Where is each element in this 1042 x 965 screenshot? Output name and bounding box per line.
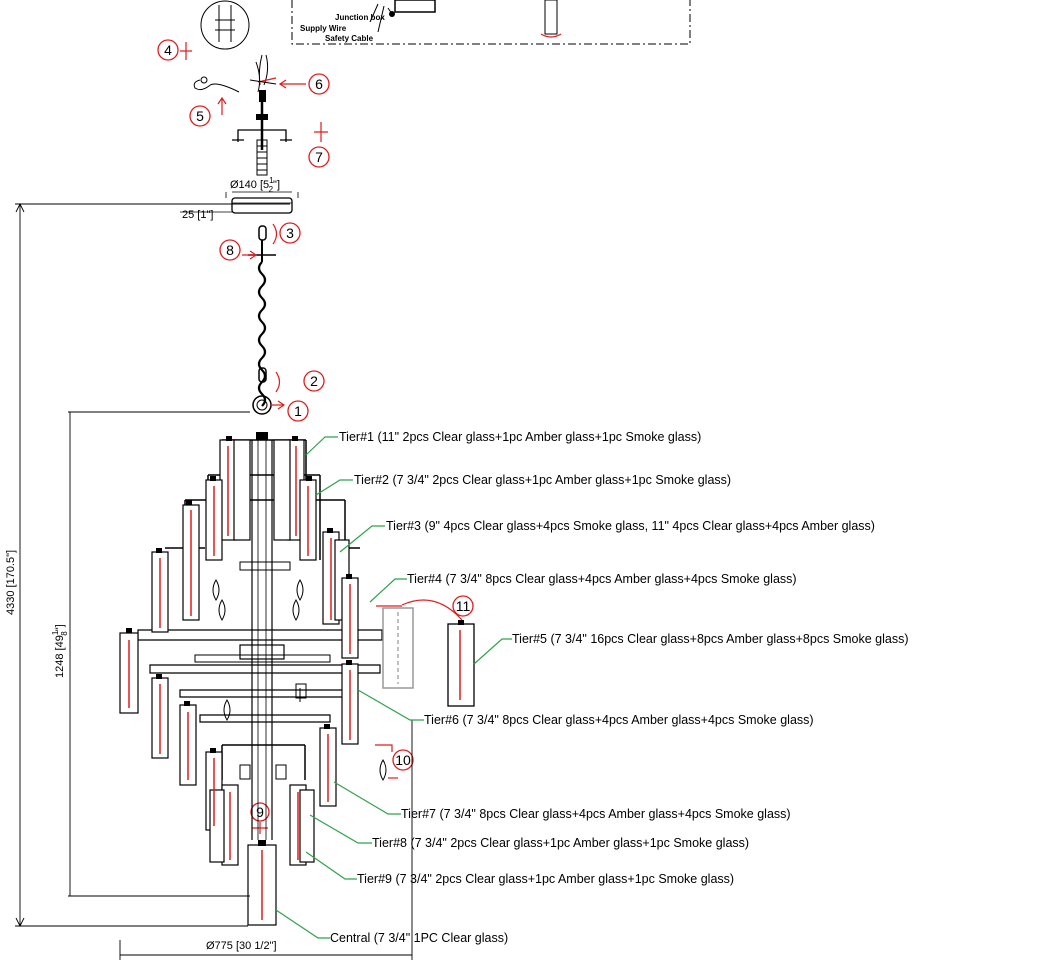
step-11-marker: 11	[401, 595, 474, 621]
chain	[248, 225, 276, 415]
step-10-marker: 10	[375, 744, 414, 779]
tier-6-callout: Tier#6 (7 3/4" 8pcs Clear glass+4pcs Amb…	[424, 713, 814, 727]
central-callout: Central (7 3/4" 1PC Clear glass)	[330, 931, 508, 945]
step-1-number: 1	[294, 403, 302, 419]
safety-cable-label: Safety Cable	[325, 34, 374, 43]
step-6-number: 6	[315, 76, 323, 92]
tier-callouts: Tier#1 (11" 2pcs Clear glass+1pc Amber g…	[275, 430, 909, 945]
step-7-marker: 7	[308, 122, 330, 168]
step-11-number: 11	[456, 598, 471, 614]
tier-4-callout: Tier#4 (7 3/4" 8pcs Clear glass+4pcs Amb…	[407, 572, 797, 586]
step-8-number: 8	[226, 242, 234, 258]
tier-1-callout: Tier#1 (11" 2pcs Clear glass+1pc Amber g…	[339, 430, 701, 444]
step-5-marker: 5	[189, 96, 227, 127]
tier-3-callout: Tier#3 (9" 4pcs Clear glass+4pcs Smoke g…	[386, 519, 875, 533]
detail-circle	[200, 0, 250, 50]
step-4-number: 4	[164, 42, 172, 58]
canopy-assembly	[193, 54, 293, 214]
step-9-marker: 9	[250, 802, 270, 834]
canopy-height-label: 25 [1"]	[182, 209, 213, 221]
step-2-marker: 2	[275, 370, 325, 393]
tier-2-callout: Tier#2 (7 3/4" 2pcs Clear glass+1pc Ambe…	[354, 473, 731, 487]
step-6-marker: 6	[278, 73, 330, 95]
installation-inset: Junction box Supply Wire Safety Cable	[291, 0, 691, 45]
tier5-socket-frame	[382, 607, 414, 689]
overall-height-label: 4330 [170.5"]	[5, 550, 17, 615]
step-3-number: 3	[286, 225, 294, 241]
tier-8-callout: Tier#8 (7 3/4" 2pcs Clear glass+1pc Ambe…	[372, 836, 749, 850]
step-10-number: 10	[395, 752, 411, 768]
body-diameter-label: Ø775 [30 1/2"]	[206, 940, 277, 952]
body-height-label: 1248 [4918"]	[51, 624, 69, 678]
supply-wire-label: Supply Wire	[300, 24, 347, 33]
chandelier-body	[119, 432, 475, 926]
step-7-number: 7	[315, 149, 323, 165]
step-9-number: 9	[256, 804, 264, 820]
step-4-marker: 4	[157, 39, 192, 61]
step-1-marker: 1	[270, 400, 309, 422]
tier-7-callout: Tier#7 (7 3/4" 8pcs Clear glass+4pcs Amb…	[401, 807, 791, 821]
step-3-marker: 3	[272, 222, 301, 245]
step-markers: 1 2 3 4 5 6 7	[157, 39, 474, 834]
junction-box-label: Junction box	[335, 13, 385, 22]
dimension-lines	[15, 191, 413, 960]
step-5-number: 5	[196, 108, 204, 124]
tier-9-callout: Tier#9 (7 3/4" 2pcs Clear glass+1pc Ambe…	[357, 872, 734, 886]
step-8-marker: 8	[219, 239, 258, 261]
tier-5-callout: Tier#5 (7 3/4" 16pcs Clear glass+8pcs Am…	[512, 632, 909, 646]
step-2-number: 2	[310, 373, 318, 389]
